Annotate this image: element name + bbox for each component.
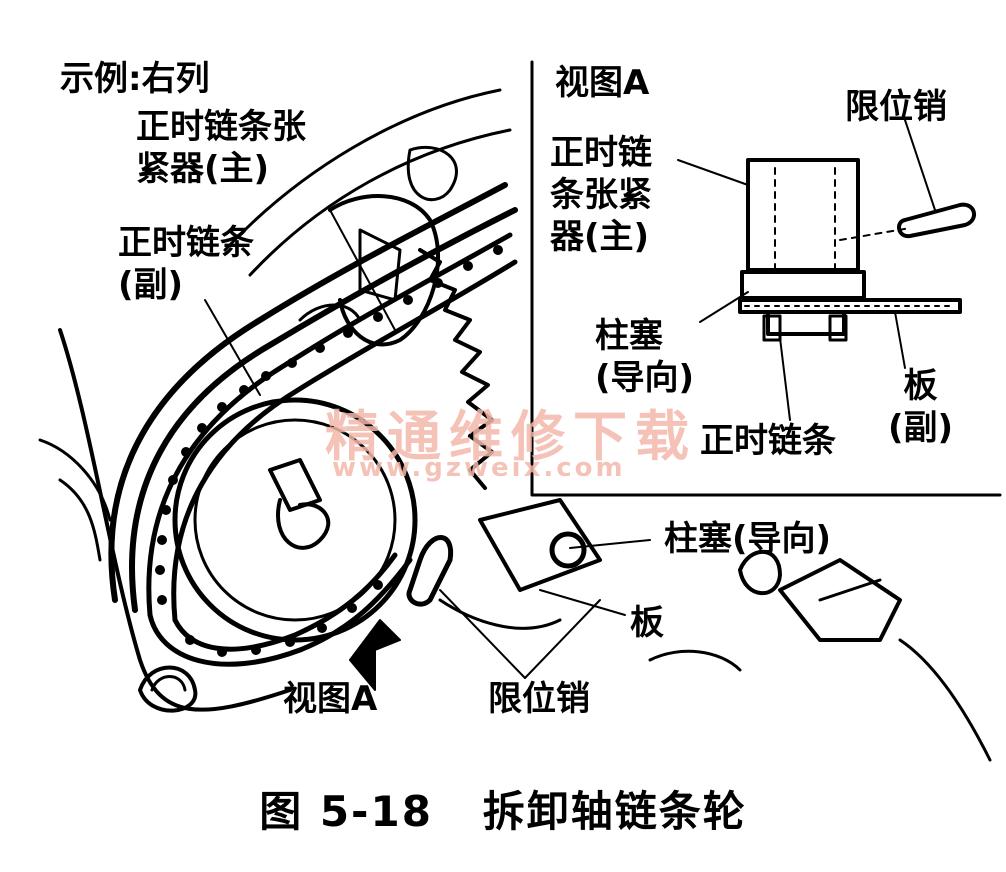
sprocket-rim [193,418,397,622]
inset-leader-plunger [699,291,749,323]
limit-pin-shape [406,535,454,607]
inset-label-limit-pin: 限位销 [845,87,947,127]
cover-outline-outer [223,88,502,252]
chain-roller [373,580,383,590]
chain-roller [155,565,165,575]
leader-limit-pin-2 [524,599,601,679]
chain-guide-outer [108,182,508,603]
watermark-text: 精通维修下载 [325,405,697,468]
chain-roller [403,295,413,305]
inset-leader-chain [779,337,791,421]
figure-caption: 图 5-18 拆卸轴链条轮 [259,787,747,836]
plunger-guide-circle [549,531,587,569]
bracket-shape-2 [818,578,882,602]
label-plate: 板 [630,603,664,643]
inset-plate [738,298,962,314]
label-chain-sub: 正时链条 (副) [118,223,254,305]
inset-tensioner-body [746,158,860,272]
chain-roller [168,475,178,485]
tensioner-body [328,194,440,347]
inset-leader-pin [904,119,936,211]
chain-roller [197,423,207,433]
sprocket-hub [268,458,322,512]
sprocket-outer [172,397,418,643]
bracket-shape [778,558,902,642]
label-example: 示例:右列 [60,59,210,99]
leader-chain-sub [204,299,261,396]
cover-outline-inner [248,128,512,277]
inset-chain-link-1 [762,314,782,342]
leader-plate [539,589,626,616]
chain-roller [251,645,261,655]
upper-cover-detail-2 [298,303,362,322]
chain-roller [343,328,353,338]
right-fragment-1 [738,549,782,596]
watermark-url: www.gzweix.com [332,453,626,483]
inset-leader-tensioner [677,159,749,186]
inset-label-chain: 正时链条 [700,421,836,461]
chain-roller [157,535,167,545]
cover-bottom-edge [58,328,292,712]
chain-band-inner [171,259,518,623]
right-fragment-2 [648,649,742,672]
label-view-a: 视图A [283,679,378,719]
inset-label-tensioner: 正时链 条张紧 器(主) [550,133,652,257]
chain-roller [315,343,325,353]
cover-left-contour-2 [58,478,102,562]
inset-plunger [766,310,846,336]
chain-rollers [155,245,503,657]
cover-bottom-bolt [138,665,198,713]
plate-arm [438,598,562,630]
inset-leader-plate [894,311,906,369]
leader-tensioner [329,209,396,331]
chain-roller [285,637,295,647]
chain-roller [493,245,503,255]
inset-frame [530,60,1002,497]
upper-cover-detail [406,145,458,201]
chain-roller [287,358,297,368]
inset-tensioner-base [740,270,866,300]
view-a-arrow [349,619,401,691]
chain-roller [347,603,357,613]
chain-roller [185,635,195,645]
leader-limit-pin-1 [439,589,526,679]
chain-roller [161,505,171,515]
chain-roller [433,278,443,288]
chain-roller [181,447,191,457]
cover-bottom-bolt-inner [150,675,187,692]
plate-main [478,498,602,592]
chain-roller [217,647,227,657]
chain-roller [217,402,227,412]
chain-roller [317,623,327,633]
inset-chain-link-2 [828,314,848,342]
inset-limit-pin [897,202,976,239]
chain-roller [261,371,271,381]
inset-label-plunger: 柱塞 (导向) [595,316,695,398]
inset-label-plate-sub: 板 (副) [888,366,954,448]
cover-left-contour [38,438,112,522]
chain-roller [157,595,167,605]
label-limit-pin: 限位销 [488,679,590,719]
inset-limit-pin-dash [839,227,911,241]
chain-roller [463,261,473,271]
chain-roller [239,385,249,395]
label-tensioner-main: 正时链条张 紧器(主) [136,107,306,189]
chain-band-outer [146,232,513,618]
leader-plunger [569,539,651,549]
right-fragment-3 [898,638,992,762]
chain-bottom-loop [147,557,413,667]
gear-teeth-2 [468,434,494,490]
gear-teeth [418,248,494,438]
label-plunger-guide: 柱塞(导向) [664,519,832,559]
inset-title: 视图A [555,63,650,103]
chain-roller [373,312,383,322]
sprocket-shaft [276,498,331,550]
tensioner-detail [358,228,402,302]
